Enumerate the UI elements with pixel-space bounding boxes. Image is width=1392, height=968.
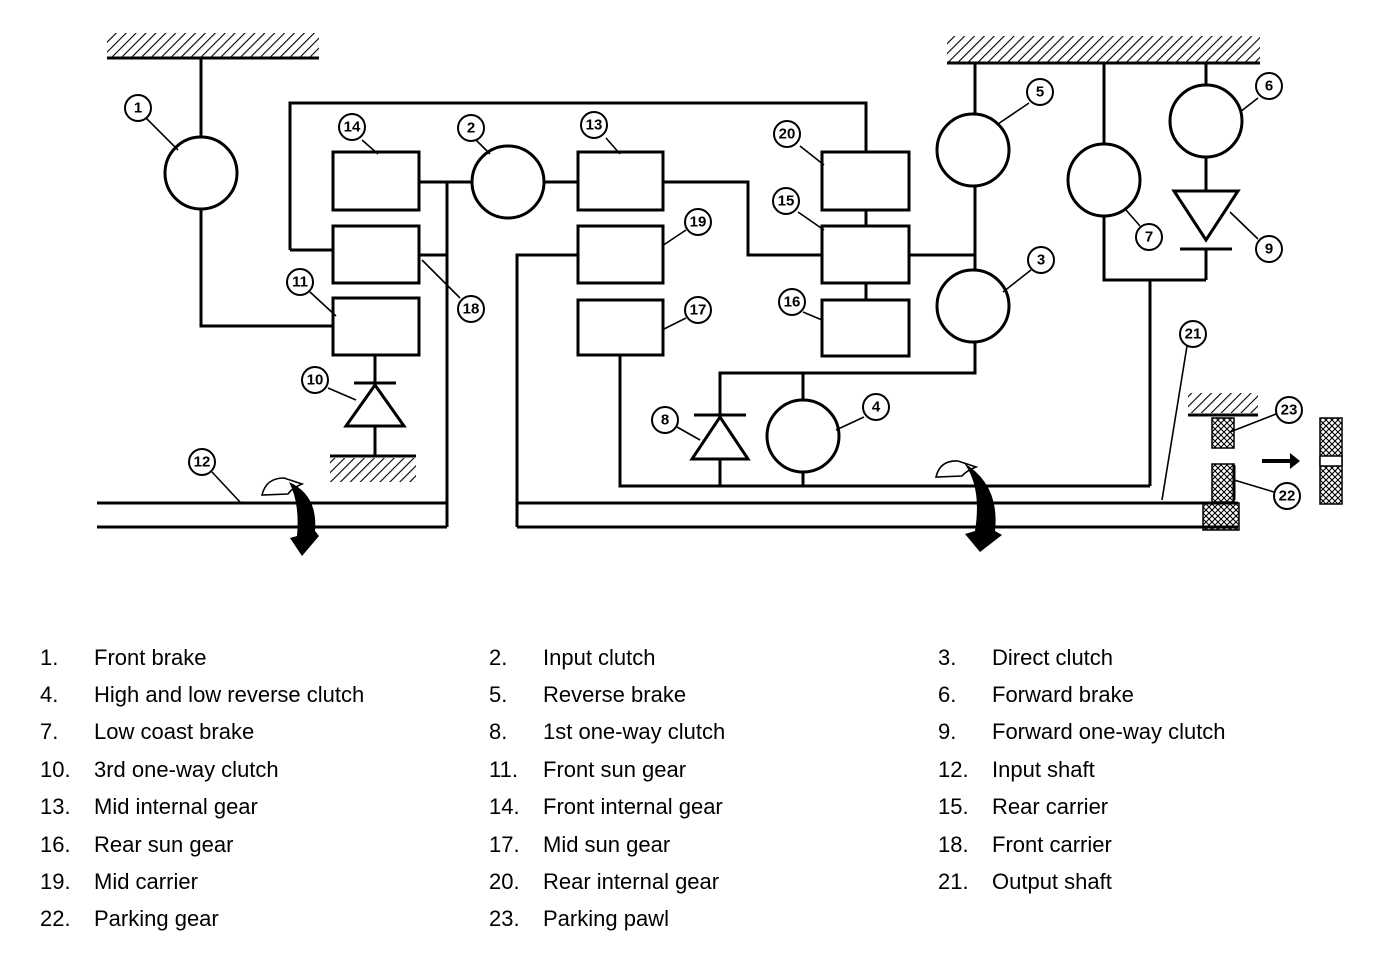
- rear-sun-gear-box: [820, 298, 911, 358]
- callout-17: 17: [684, 296, 712, 324]
- svg-text:15: 15: [778, 193, 795, 210]
- callout-20: 20: [773, 120, 801, 148]
- output-shaft: [517, 501, 1238, 529]
- input-clutch-circle: [470, 144, 546, 220]
- rear-carrier-box: [820, 224, 911, 285]
- connection-lines: [199, 58, 1208, 527]
- svg-text:10: 10: [307, 372, 324, 389]
- callout-9: 9: [1255, 235, 1283, 263]
- low-coast-brake-circle: [1066, 142, 1142, 218]
- callout-leaders: [145, 97, 1277, 503]
- ground-top-left: [107, 33, 319, 60]
- svg-text:4: 4: [872, 399, 881, 416]
- svg-text:14: 14: [344, 119, 361, 136]
- svg-text:7: 7: [1145, 229, 1153, 246]
- svg-text:19: 19: [690, 214, 707, 231]
- forward-brake-circle: [1168, 83, 1244, 159]
- svg-text:9: 9: [1265, 241, 1273, 258]
- callout-23: 23: [1275, 396, 1303, 424]
- callout-21: 21: [1179, 320, 1207, 348]
- callout-3: 3: [1027, 246, 1055, 274]
- svg-text:23: 23: [1281, 402, 1298, 419]
- callout-11: 11: [286, 268, 314, 296]
- svg-text:20: 20: [779, 126, 796, 143]
- callout-15: 15: [772, 187, 800, 215]
- rotation-arrow-icon: [260, 477, 319, 556]
- high-low-reverse-clutch-circle: [765, 398, 841, 474]
- callout-8: 8: [651, 406, 679, 434]
- mid-sun-gear-box: [576, 298, 665, 357]
- callout-14: 14: [338, 113, 366, 141]
- svg-text:5: 5: [1036, 84, 1044, 101]
- svg-text:16: 16: [784, 294, 801, 311]
- svg-text:6: 6: [1265, 78, 1273, 95]
- mid-internal-gear-box: [576, 150, 665, 212]
- front-brake-circle: [163, 135, 239, 211]
- svg-text:17: 17: [690, 302, 707, 319]
- one-way-clutch-8-symbol: [689, 413, 751, 461]
- parking-pawl-engaged-inset: [1262, 417, 1343, 505]
- rear-internal-gear-box: [820, 150, 911, 212]
- svg-text:22: 22: [1279, 488, 1296, 505]
- svg-text:2: 2: [467, 120, 475, 137]
- front-sun-gear-box: [331, 296, 421, 357]
- svg-text:13: 13: [586, 117, 603, 134]
- callout-19: 19: [684, 208, 712, 236]
- callout-5: 5: [1026, 78, 1054, 106]
- callout-7: 7: [1135, 223, 1163, 251]
- one-way-clutch-9-symbol: [1171, 189, 1241, 251]
- callout-2: 2: [457, 114, 485, 142]
- callout-10: 10: [301, 366, 329, 394]
- parking-mechanism: [1188, 393, 1258, 531]
- reverse-brake-circle: [935, 112, 1011, 188]
- callout-6: 6: [1255, 72, 1283, 100]
- svg-text:21: 21: [1185, 326, 1202, 343]
- svg-text:18: 18: [463, 301, 480, 318]
- one-way-clutch-10-symbol: [343, 381, 407, 428]
- rotation-arrow-icon: [934, 460, 1002, 552]
- ground-top-right: [947, 36, 1260, 65]
- callout-16: 16: [778, 288, 806, 316]
- input-shaft: [97, 501, 447, 529]
- callout-4: 4: [862, 393, 890, 421]
- callout-1: 1: [124, 94, 152, 122]
- svg-text:1: 1: [134, 100, 142, 117]
- mid-carrier-box: [576, 224, 665, 285]
- ground-bottom-left: [330, 454, 416, 482]
- svg-text:12: 12: [194, 454, 211, 471]
- callout-13: 13: [580, 111, 608, 139]
- callout-18: 18: [457, 295, 485, 323]
- callout-22: 22: [1273, 482, 1301, 510]
- svg-text:11: 11: [292, 274, 308, 291]
- svg-text:8: 8: [661, 412, 669, 429]
- front-internal-gear-box: [331, 150, 421, 212]
- svg-text:3: 3: [1037, 252, 1045, 269]
- front-carrier-box: [331, 224, 421, 285]
- callout-12: 12: [188, 448, 216, 476]
- direct-clutch-circle: [935, 268, 1011, 344]
